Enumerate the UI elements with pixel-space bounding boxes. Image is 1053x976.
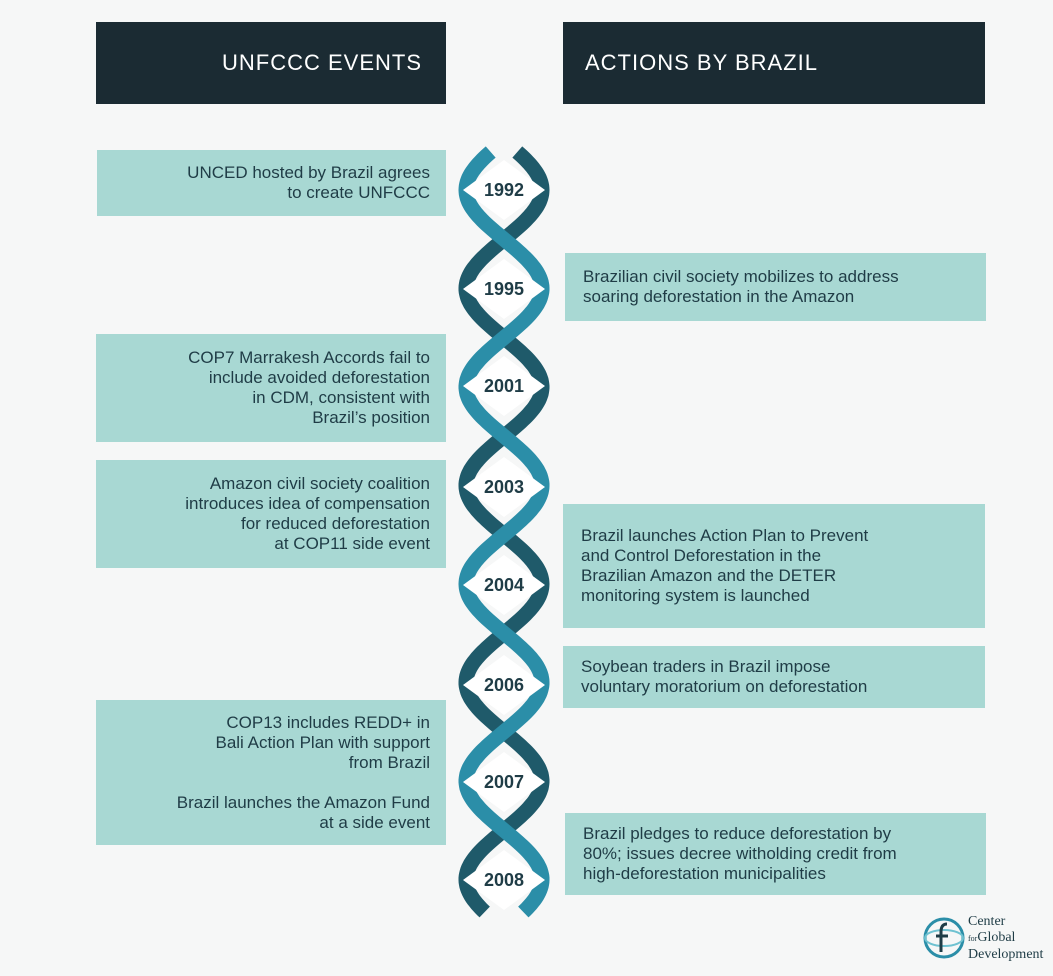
year-node-2006: 2006 — [463, 655, 545, 715]
brazil-action-2008: Brazil pledges to reduce deforestation b… — [565, 813, 986, 895]
brazil-action-2006: Soybean traders in Brazil impose volunta… — [563, 646, 985, 708]
logo-wordmark: Center forGlobal Development — [968, 914, 1043, 963]
unfccc-event-2001-text: COP7 Marrakesh Accords fail to include a… — [188, 348, 430, 427]
year-label: 2006 — [484, 675, 524, 695]
header-unfccc-events-label: UNFCCC EVENTS — [221, 50, 422, 75]
year-node-2001: 2001 — [463, 356, 545, 416]
logo-line-2: forGlobal — [968, 930, 1043, 947]
unfccc-event-2003: Amazon civil society coalition introduce… — [96, 460, 446, 568]
brazil-action-1995-text: Brazilian civil society mobilizes to add… — [583, 267, 899, 306]
unfccc-event-2007-text-2: Brazil launches the Amazon Fund at a sid… — [176, 792, 430, 832]
unfccc-event-2007: COP13 includes REDD+ in Bali Action Plan… — [96, 700, 446, 845]
year-label: 2003 — [484, 477, 524, 497]
center-for-global-development-logo: Center forGlobal Development — [920, 912, 1045, 968]
year-node-background — [463, 655, 545, 715]
logo-line-3: Development — [968, 947, 1044, 962]
unfccc-event-2007-text: COP13 includes REDD+ in Bali Action Plan… — [215, 712, 430, 772]
brazil-action-2008-text: Brazil pledges to reduce deforestation b… — [583, 824, 897, 883]
year-label: 1995 — [484, 279, 524, 299]
logo-line-2-small: for — [968, 934, 978, 943]
year-node-2003: 2003 — [463, 457, 545, 517]
header-unfccc-events: UNFCCC EVENTS — [96, 22, 446, 104]
year-node-background — [463, 259, 545, 319]
year-node-background — [463, 752, 545, 812]
year-node-2007: 2007 — [463, 752, 545, 812]
year-label: 1992 — [484, 180, 524, 200]
brazil-action-2004: Brazil launches Action Plan to Prevent a… — [563, 504, 985, 628]
year-label: 2008 — [484, 870, 524, 890]
brazil-action-1995: Brazilian civil society mobilizes to add… — [565, 253, 986, 321]
year-label: 2001 — [484, 376, 524, 396]
year-node-1992: 1992 — [463, 160, 545, 220]
unfccc-event-2001: COP7 Marrakesh Accords fail to include a… — [96, 334, 446, 442]
year-label: 2004 — [484, 575, 524, 595]
logo-line-2-main: Global — [977, 930, 1016, 945]
year-node-background — [463, 555, 545, 615]
year-node-2008: 2008 — [463, 850, 545, 910]
year-label: 2007 — [484, 772, 524, 792]
year-node-background — [463, 160, 545, 220]
logo-line-1: Center — [968, 914, 1006, 929]
header-actions-by-brazil: ACTIONS BY BRAZIL — [563, 22, 985, 104]
brazil-action-2006-text: Soybean traders in Brazil impose volunta… — [581, 657, 868, 696]
unfccc-event-2003-text: Amazon civil society coalition introduce… — [185, 474, 430, 553]
year-node-1995: 1995 — [463, 259, 545, 319]
year-node-2004: 2004 — [463, 555, 545, 615]
unfccc-event-1992: UNCED hosted by Brazil agrees to create … — [97, 150, 446, 216]
globe-f-icon — [923, 917, 965, 959]
helix-strand-light — [458, 146, 550, 918]
brazil-action-2004-text: Brazil launches Action Plan to Prevent a… — [581, 526, 869, 605]
header-actions-by-brazil-label: ACTIONS BY BRAZIL — [585, 50, 818, 75]
year-node-background — [463, 457, 545, 517]
year-node-background — [463, 356, 545, 416]
year-node-background — [463, 850, 545, 910]
unfccc-event-1992-text: UNCED hosted by Brazil agrees to create … — [187, 163, 430, 202]
